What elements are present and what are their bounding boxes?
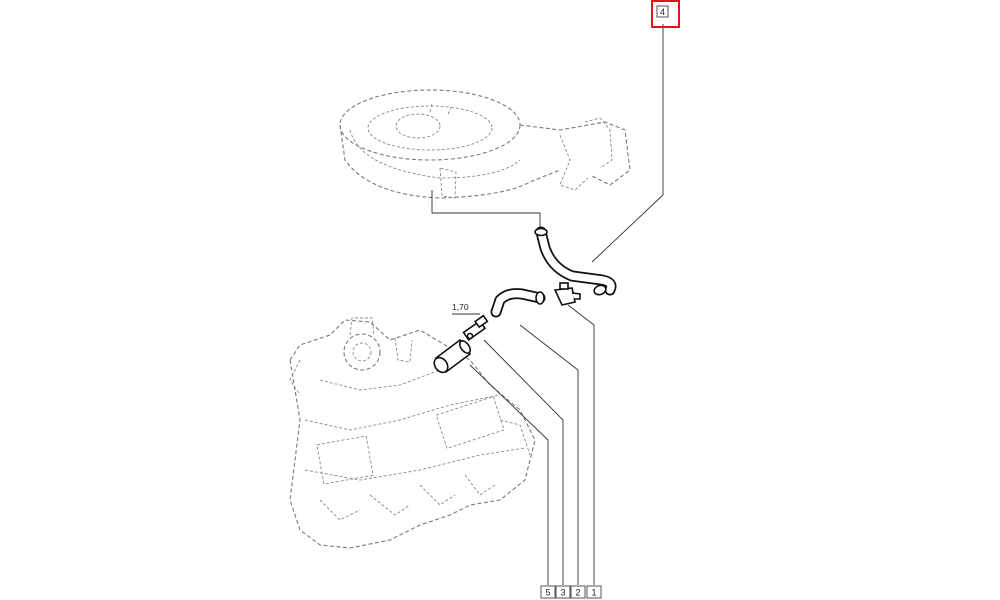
- callout-3-label: 3: [560, 587, 565, 597]
- callout-4[interactable]: 4: [651, 0, 680, 28]
- air-filter-housing-outline: [339, 89, 631, 199]
- callout-1[interactable]: 1: [586, 585, 602, 599]
- callout-4-highlight: [651, 0, 680, 28]
- callout-5[interactable]: 5: [540, 585, 556, 599]
- engine-block-outline: [289, 317, 536, 549]
- dimension-label: 1,70: [452, 302, 469, 312]
- callout-5-label: 5: [545, 587, 550, 597]
- filter-part-5[interactable]: [431, 338, 472, 375]
- callout-1-label: 1: [591, 587, 596, 597]
- callout-2-label: 2: [575, 587, 580, 597]
- hose-part-3[interactable]: [490, 288, 546, 318]
- fitting-part-2[interactable]: [462, 314, 489, 341]
- connector-part-1[interactable]: [553, 282, 581, 306]
- callout-2[interactable]: 2: [570, 585, 586, 599]
- leader-lines: [431, 24, 664, 585]
- hose-part-4[interactable]: [534, 226, 617, 297]
- callout-4-label: 4: [660, 7, 665, 17]
- callout-3[interactable]: 3: [555, 585, 571, 599]
